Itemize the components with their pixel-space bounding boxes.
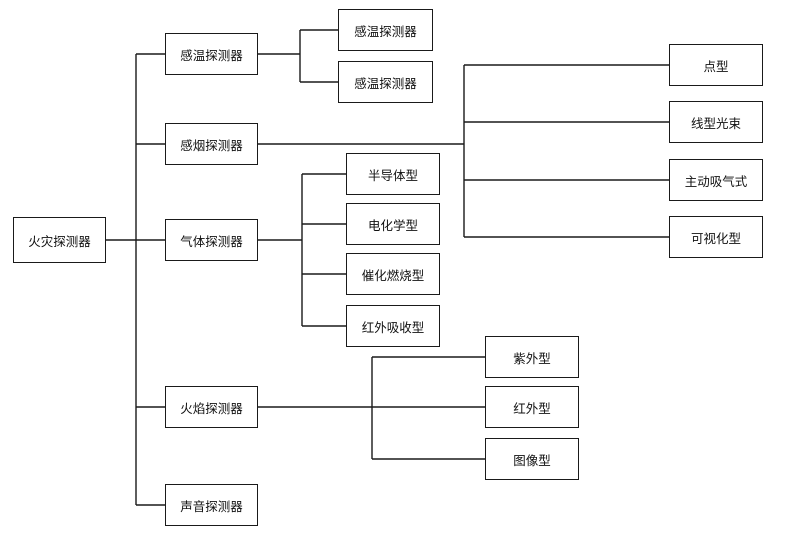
node-heat-child-2: 感温探测器: [338, 61, 433, 103]
node-gas-infrared-absorption: 红外吸收型: [346, 305, 440, 347]
node-smoke-linear-beam: 线型光束: [669, 101, 763, 143]
node-smoke-visual: 可视化型: [669, 216, 763, 258]
node-flame-ultraviolet: 紫外型: [485, 336, 579, 378]
node-heat-detector: 感温探测器: [165, 33, 258, 75]
node-gas-catalytic: 催化燃烧型: [346, 253, 440, 295]
node-smoke-detector: 感烟探测器: [165, 123, 258, 165]
node-flame-image: 图像型: [485, 438, 579, 480]
node-heat-child-1: 感温探测器: [338, 9, 433, 51]
root-node-fire-detector: 火灾探测器: [13, 217, 106, 263]
node-gas-electrochemical: 电化学型: [346, 203, 440, 245]
node-gas-semiconductor: 半导体型: [346, 153, 440, 195]
node-flame-infrared: 红外型: [485, 386, 579, 428]
node-smoke-point: 点型: [669, 44, 763, 86]
node-gas-detector: 气体探测器: [165, 219, 258, 261]
node-smoke-aspirating: 主动吸气式: [669, 159, 763, 201]
node-flame-detector: 火焰探测器: [165, 386, 258, 428]
node-sound-detector: 声音探测器: [165, 484, 258, 526]
